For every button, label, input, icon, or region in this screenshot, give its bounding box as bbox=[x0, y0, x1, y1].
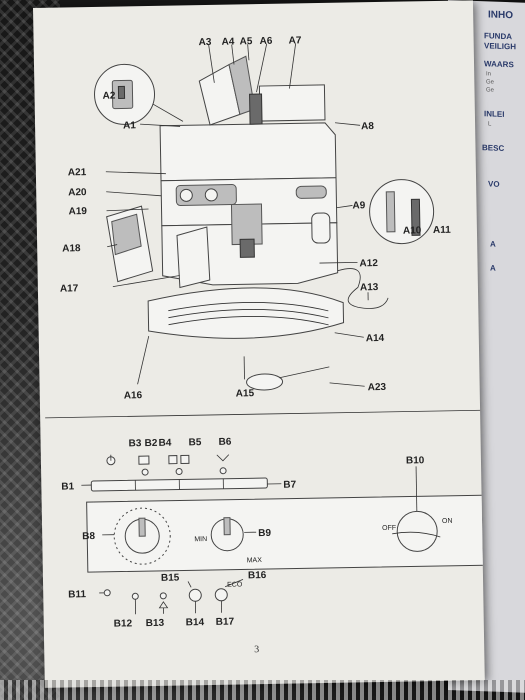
label-a14: A14 bbox=[366, 333, 385, 344]
back-text: VEILIGH bbox=[484, 41, 517, 52]
back-text: VO bbox=[488, 179, 500, 189]
label-a17: A17 bbox=[60, 283, 79, 294]
machine-top bbox=[159, 122, 337, 182]
label-a8: A8 bbox=[361, 121, 374, 132]
main-panel bbox=[86, 494, 485, 573]
power-cord bbox=[337, 268, 389, 309]
label-a10: A10 bbox=[403, 225, 422, 236]
divider bbox=[45, 409, 485, 419]
led-b12 bbox=[131, 592, 139, 600]
label-a13: A13 bbox=[360, 282, 379, 293]
label-a20: A20 bbox=[68, 187, 87, 198]
label-b7: B7 bbox=[283, 479, 296, 490]
leader-lines-bottom bbox=[81, 466, 418, 615]
nozzle-tip bbox=[410, 198, 421, 236]
label-b11: B11 bbox=[68, 589, 86, 600]
back-text: INLEI bbox=[484, 109, 505, 119]
label-a2: A2 bbox=[102, 91, 115, 102]
label-a15: A15 bbox=[236, 388, 255, 399]
measuring-scoop bbox=[246, 373, 284, 391]
knob-scale bbox=[113, 507, 171, 565]
led-b5 bbox=[175, 468, 183, 476]
button-b14[interactable] bbox=[188, 588, 202, 602]
back-heading: INHO bbox=[488, 9, 513, 22]
label-b12: B12 bbox=[114, 618, 133, 629]
nozzle-part bbox=[385, 191, 396, 233]
spout bbox=[230, 203, 263, 246]
warning-icon bbox=[158, 601, 169, 609]
back-text: Ge bbox=[486, 79, 495, 86]
water-tank-lid bbox=[258, 84, 326, 122]
label-a12: A12 bbox=[359, 258, 378, 269]
steam-knob bbox=[295, 185, 327, 199]
label-a18: A18 bbox=[62, 243, 81, 254]
back-text: A bbox=[490, 239, 496, 249]
label-a19: A19 bbox=[68, 206, 87, 217]
control-panel-diagram: MIN MAX OFF ON ECO bbox=[86, 454, 485, 609]
led-b11 bbox=[103, 589, 111, 597]
label-a23: A23 bbox=[368, 382, 387, 393]
eco-label: ECO bbox=[227, 581, 243, 588]
label-b16: B16 bbox=[248, 570, 267, 581]
label-b3: B3 bbox=[129, 438, 142, 449]
back-text: Ge bbox=[486, 87, 495, 94]
label-b4: B4 bbox=[159, 438, 172, 449]
label-b2: B2 bbox=[145, 438, 158, 449]
back-text: In bbox=[486, 71, 492, 78]
label-b17: B17 bbox=[216, 617, 235, 628]
label-b9: B9 bbox=[258, 528, 271, 539]
label-b1: B1 bbox=[61, 481, 74, 492]
on-label: ON bbox=[442, 518, 453, 525]
label-a21: A21 bbox=[68, 167, 87, 178]
back-text: BESC bbox=[482, 143, 505, 153]
off-label: OFF bbox=[382, 525, 396, 532]
switch-rocker bbox=[117, 85, 126, 100]
label-b15: B15 bbox=[161, 573, 180, 584]
manual-page: A3 A4 A5 A6 A7 A2 A1 A8 A21 A20 A19 A18 … bbox=[33, 0, 485, 688]
min-label: MIN bbox=[194, 536, 207, 543]
label-a9: A9 bbox=[352, 200, 365, 211]
grounds-container bbox=[176, 226, 211, 289]
back-text: FUNDA bbox=[484, 31, 512, 42]
label-b8: B8 bbox=[82, 531, 95, 542]
label-b13: B13 bbox=[146, 618, 165, 629]
back-text: L bbox=[488, 121, 492, 128]
label-a16: A16 bbox=[124, 390, 143, 401]
label-b6: B6 bbox=[219, 437, 232, 448]
coffee-machine-illustration bbox=[94, 55, 435, 391]
label-b5: B5 bbox=[189, 437, 202, 448]
label-a7: A7 bbox=[289, 35, 302, 46]
cup-icon bbox=[180, 454, 190, 464]
cup-icon bbox=[138, 455, 150, 465]
inset-circle-right bbox=[369, 179, 435, 245]
label-a11: A11 bbox=[433, 225, 451, 236]
page-number: 3 bbox=[254, 644, 260, 656]
lace-border-bottom bbox=[0, 680, 525, 700]
label-a4: A4 bbox=[222, 36, 235, 47]
diagram: A3 A4 A5 A6 A7 A2 A1 A8 A21 A20 A19 A18 … bbox=[45, 35, 485, 630]
label-b14: B14 bbox=[186, 617, 205, 628]
label-a6: A6 bbox=[260, 36, 273, 47]
led-b13 bbox=[159, 592, 167, 600]
back-text: A bbox=[490, 263, 496, 273]
button-b17[interactable] bbox=[214, 588, 228, 602]
led-b6 bbox=[219, 467, 227, 475]
back-text: WAARS bbox=[484, 59, 514, 70]
led-b2 bbox=[141, 468, 149, 476]
steam-wand bbox=[311, 212, 331, 244]
label-a1: A1 bbox=[123, 120, 136, 131]
label-a5: A5 bbox=[240, 36, 253, 47]
leader-lines-top bbox=[105, 43, 369, 387]
label-b10: B10 bbox=[406, 455, 425, 466]
steam-dial[interactable] bbox=[396, 510, 438, 552]
label-a3: A3 bbox=[199, 37, 212, 48]
max-label: MAX bbox=[247, 557, 263, 564]
tank-slot bbox=[249, 93, 263, 125]
steam-icon bbox=[216, 454, 230, 462]
cup-icon bbox=[168, 455, 178, 465]
drip-tray bbox=[147, 287, 345, 339]
